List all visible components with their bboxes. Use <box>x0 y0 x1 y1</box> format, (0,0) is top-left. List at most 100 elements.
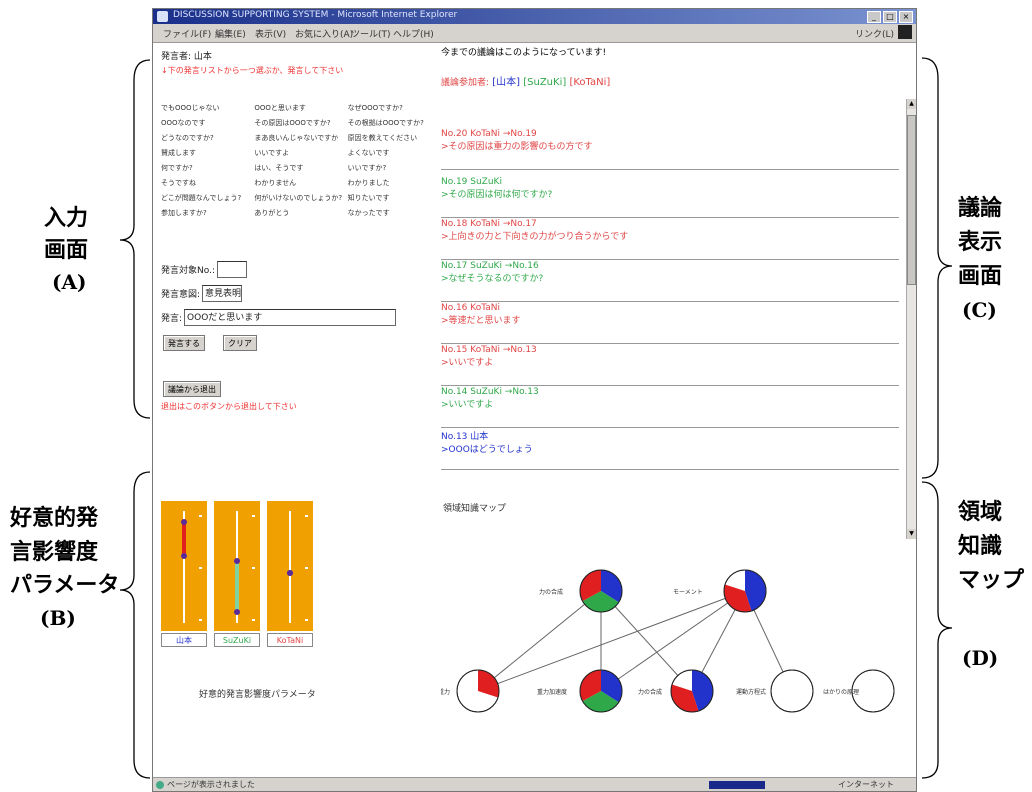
message-header: No.20 KoTaNi →No.19 <box>441 129 537 139</box>
map-node-slice <box>692 670 713 711</box>
knowledge-map-title: 領域知識マップ <box>443 504 507 514</box>
phrase-option[interactable]: わかりません <box>254 179 297 187</box>
ie-icon <box>157 11 168 22</box>
phrase-option[interactable]: まあ良いんじゃないですか <box>254 134 339 142</box>
map-node[interactable]: 重力 <box>441 669 500 713</box>
target-no-input[interactable] <box>216 260 247 278</box>
favor-tick <box>199 619 202 621</box>
phrase-option[interactable]: ありがとう <box>254 209 290 217</box>
phrase-option[interactable]: はい、そうです <box>254 164 304 172</box>
favor-marker <box>287 569 293 576</box>
map-node[interactable]: 運動方程式 <box>736 669 814 713</box>
map-node-label: 運動方程式 <box>736 688 766 696</box>
phrase-option[interactable]: いいですよ <box>254 149 290 157</box>
target-label: 発言対象No.: <box>161 265 215 276</box>
message-header: No.15 KoTaNi →No.13 <box>441 345 537 355</box>
favor-track <box>289 511 291 623</box>
map-node-label: モーメント <box>673 589 703 596</box>
phrase-table: でもOOOじゃない OOOと思います なぜOOOですか? OOOなのです その原因はOO… <box>161 103 441 223</box>
phrase-option[interactable]: その根拠はOOOですか? <box>347 119 424 127</box>
phrase-option[interactable]: 参加しますか? <box>161 209 207 217</box>
speech-label: 発言: <box>161 313 183 324</box>
favor-marker <box>181 519 187 526</box>
phrase-option[interactable]: OOOと思います <box>254 104 306 112</box>
phrase-row: 参加しますか? ありがとう なかったです <box>161 208 441 223</box>
map-node[interactable]: 力の合成 <box>539 569 623 613</box>
map-node-outline <box>670 669 714 713</box>
phrase-option[interactable]: OOOなのです <box>161 119 206 127</box>
speech-input[interactable]: OOOだと思います <box>184 308 397 326</box>
phrase-option[interactable]: そうですね <box>161 179 196 187</box>
bracket-d <box>921 481 953 779</box>
page-content: 発言者: 山本 ↓下の発言リストから一つ選ぶか、発言して下さい でもOOOじゃな… <box>153 43 916 777</box>
phrase-row: そうですね わかりません わかりました <box>161 178 441 193</box>
phrase-option[interactable]: いいですか? <box>347 164 387 172</box>
close-button[interactable]: × <box>899 11 913 23</box>
menu-view[interactable]: 表示(V) <box>255 30 287 40</box>
phrase-option[interactable]: 何ですか? <box>161 164 193 172</box>
scroll-down-arrow[interactable]: ▼ <box>907 529 916 539</box>
map-node-slice <box>601 570 622 603</box>
message-body: >その原因は何は何ですか? <box>441 190 553 200</box>
map-node[interactable]: 力の合成 <box>638 669 714 713</box>
menu-edit[interactable]: 編集(E) <box>215 30 246 40</box>
favor-tick <box>305 619 308 621</box>
label-a-code: (A) <box>52 270 87 294</box>
maximize-button[interactable]: □ <box>883 11 897 23</box>
label-d-line1: 領域 <box>958 499 1003 525</box>
map-node-outline <box>579 669 623 713</box>
phrase-option[interactable]: 知りたいです <box>347 194 390 202</box>
favor-marker <box>181 552 187 559</box>
phrase-option[interactable]: なかったです <box>347 209 390 217</box>
scroll-thumb[interactable] <box>907 115 916 285</box>
discussion-panel: 今までの議論はこのようになっています! 議論参加者: [山本] [SuZuKi]… <box>441 43 901 487</box>
windows-logo-icon <box>898 25 912 39</box>
message-body: >いいですよ <box>441 358 494 368</box>
favor-graph <box>161 501 207 631</box>
message-item: No.16 KoTaNi>等速だと思います <box>441 303 899 344</box>
map-edge <box>477 590 602 692</box>
phrase-option[interactable]: 何がいけないのでしょうか? <box>254 194 343 202</box>
phrase-option[interactable]: 賛成します <box>161 149 196 157</box>
favor-range-bar <box>235 561 239 612</box>
message-item: No.17 SuZuKi →No.16>なぜそうなるのですか? <box>441 261 899 302</box>
map-node-outline <box>723 569 767 613</box>
map-node-outline <box>770 669 814 713</box>
message-body: >いいですよ <box>441 400 494 410</box>
phrase-option[interactable]: 原因を教えてください <box>347 134 418 142</box>
discussion-scrollbar[interactable]: ▲ ▼ <box>906 99 916 539</box>
message-item: No.20 KoTaNi →No.19>その原因は重力の影響のもの方です <box>441 129 899 170</box>
message-item: No.13 山本>OOOはどうでしょう <box>441 429 899 470</box>
phrase-option[interactable]: わかりました <box>347 179 390 187</box>
map-node-slice <box>745 570 766 611</box>
clear-button[interactable]: クリア <box>223 335 257 351</box>
type-select[interactable]: 意見表明 <box>202 284 243 302</box>
phrase-option[interactable]: どうなのですか? <box>161 134 214 142</box>
phrase-option[interactable]: よくないです <box>347 149 390 157</box>
favor-tick <box>252 567 255 569</box>
menu-help[interactable]: ヘルプ(H) <box>393 30 434 40</box>
map-node[interactable]: はかりの原理 <box>823 669 895 713</box>
phrase-row: どこが問題なんでしょう? 何がいけないのでしょうか? 知りたいです <box>161 193 441 208</box>
links-menu[interactable]: リンク(L) <box>854 30 894 40</box>
exit-discussion-button[interactable]: 議論から退出 <box>163 381 221 397</box>
scroll-up-arrow[interactable]: ▲ <box>907 99 916 109</box>
type-label: 発言意図: <box>161 289 201 300</box>
favor-marker <box>234 558 240 565</box>
menu-tools[interactable]: ツール(T) <box>351 30 391 40</box>
favor-marker <box>234 608 240 615</box>
map-node[interactable]: 重力加速度 <box>537 669 623 713</box>
map-node[interactable]: モーメント <box>673 569 767 613</box>
phrase-row: OOOなのです その原因はOOOですか? その根拠はOOOですか? <box>161 118 441 133</box>
menu-favorites[interactable]: お気に入り(A) <box>295 30 354 40</box>
phrase-option[interactable]: その原因はOOOですか? <box>254 119 331 127</box>
menu-file[interactable]: ファイル(F) <box>163 30 212 40</box>
send-button[interactable]: 発言する <box>163 335 205 351</box>
message-header: No.16 KoTaNi <box>441 303 500 313</box>
phrase-option[interactable]: なぜOOOですか? <box>347 104 403 112</box>
phrase-option[interactable]: どこが問題なんでしょう? <box>161 194 242 202</box>
message-item: No.19 SuZuKi>その原因は何は何ですか? <box>441 177 899 218</box>
minimize-button[interactable]: _ <box>867 11 881 23</box>
phrase-option[interactable]: でもOOOじゃない <box>161 104 220 112</box>
